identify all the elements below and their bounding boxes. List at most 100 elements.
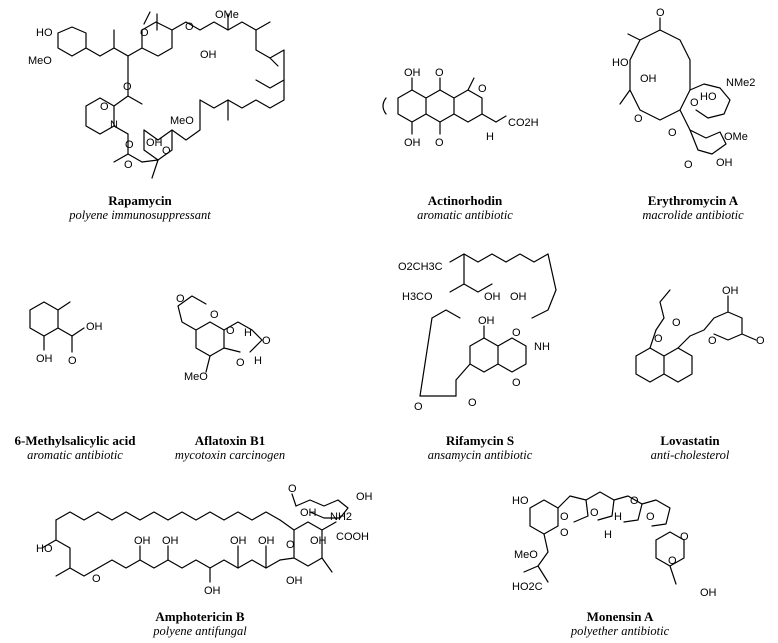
caption-monensin: Monensin A polyether antibiotic <box>540 609 700 639</box>
compound-name: 6-Methylsalicylic acid <box>14 433 136 448</box>
compound-class: polyene antifungal <box>153 624 247 638</box>
atom-label: O <box>468 397 477 409</box>
atom-label: OH <box>162 535 179 547</box>
atom-label: OMe <box>724 131 748 143</box>
atom-label: MeO <box>28 55 52 67</box>
compound-name: Amphotericin B <box>155 609 245 624</box>
atom-label: O <box>590 507 599 519</box>
atom-label: OH <box>258 535 275 547</box>
atom-label: N <box>110 119 118 131</box>
atom-label: O <box>236 357 245 369</box>
atom-label: O <box>124 159 133 171</box>
caption-aflatoxin: Aflatoxin B1 mycotoxin carcinogen <box>160 433 300 463</box>
erythromycin-structure: O HO OH HO NMe2 O O O O OMe OH <box>612 7 755 171</box>
compound-class: mycotoxin carcinogen <box>174 448 286 462</box>
atom-label: O <box>100 101 109 113</box>
atom-label: O <box>708 335 717 347</box>
atom-label: O <box>646 511 655 523</box>
methylsalicylic-structure: OH O OH <box>29 301 103 367</box>
atom-label: H <box>604 529 612 541</box>
compound-class: macrolide antibiotic <box>642 208 744 222</box>
compound-name: Rifamycin S <box>445 433 515 448</box>
monensin-structure: HO O O O O H O MeO HO2C OH O O H <box>512 491 717 599</box>
atom-label: OH <box>146 137 163 149</box>
atom-label: CO2H <box>508 117 539 129</box>
atom-label: O <box>140 27 149 39</box>
atom-label: OH <box>700 587 717 599</box>
atom-label: H3CO <box>402 291 433 303</box>
atom-label: OH <box>640 73 657 85</box>
actinorhodin-structure: OH O OH O O CO2H H <box>382 67 539 149</box>
compound-name: Rapamycin <box>108 193 172 208</box>
caption-actinorhodin: Actinorhodin aromatic antibiotic <box>380 193 550 223</box>
atom-label: MeO <box>184 371 208 383</box>
lovastatin-structure: OH O O O O <box>635 285 765 383</box>
atom-label: O <box>286 539 295 551</box>
atom-label: OH <box>356 491 373 503</box>
atom-label: OH <box>86 321 103 333</box>
atom-label: O <box>512 377 521 389</box>
compound-name: Erythromycin A <box>647 193 739 208</box>
atom-label: OH <box>286 575 303 587</box>
atom-label: O <box>560 511 569 523</box>
compound-name: Monensin A <box>586 609 654 624</box>
atom-label: HO <box>36 543 53 555</box>
compound-class: polyether antibiotic <box>570 624 670 638</box>
atom-label: O <box>123 81 132 93</box>
atom-label: O <box>68 355 77 367</box>
atom-label: O <box>92 573 101 585</box>
atom-label: H <box>254 355 262 367</box>
atom-label: O <box>435 67 444 79</box>
rifamycin-structure: O2CH3C H3CO OH OH OH O NH O O O <box>398 253 557 413</box>
atom-label: O <box>668 127 677 139</box>
atom-label: NMe2 <box>726 77 755 89</box>
atom-label: MeO <box>514 549 538 561</box>
atom-label: HO <box>700 91 717 103</box>
atom-label: O <box>176 293 185 305</box>
compound-name: Aflatoxin B1 <box>194 433 266 448</box>
atom-label: O <box>654 333 663 345</box>
atom-label: OH <box>404 137 421 149</box>
atom-label: O2CH3C <box>398 261 443 273</box>
atom-label: HO <box>512 495 529 507</box>
atom-label: O <box>630 495 639 507</box>
atom-label: OH <box>310 535 327 547</box>
compound-class: anti-cholesterol <box>650 448 730 462</box>
amphotericin-structure: O OH NH2 OH HO COOH O OH OH OH OH OH O O… <box>36 483 373 597</box>
atom-label: O <box>435 137 444 149</box>
atom-label: OMe <box>215 9 239 21</box>
atom-label: OH <box>478 315 495 327</box>
atom-label: OH <box>716 157 733 169</box>
caption-lovastatin: Lovastatin anti-cholesterol <box>620 433 760 463</box>
compound-class: aromatic antibiotic <box>417 208 513 222</box>
atom-label: HO2C <box>512 581 543 593</box>
caption-erythromycin: Erythromycin A macrolide antibiotic <box>618 193 768 223</box>
atom-label: COOH <box>336 531 369 543</box>
atom-label: H <box>614 511 622 523</box>
atom-label: O <box>756 335 765 347</box>
atom-label: NH2 <box>330 511 352 523</box>
atom-label: OH <box>204 585 221 597</box>
atom-label: OH <box>404 67 421 79</box>
caption-rapamycin: Rapamycin polyene immunosuppressant <box>40 193 240 223</box>
atom-label: O <box>185 21 194 33</box>
atom-label: O <box>210 309 219 321</box>
rapamycin-structure: HO MeO OMe OH O O N O O O MeO OH O O <box>28 9 285 179</box>
atom-label: O <box>668 555 677 567</box>
atom-label: HO <box>36 27 53 39</box>
compound-name: Lovastatin <box>660 433 720 448</box>
atom-label: NH <box>534 341 550 353</box>
caption-methylsalicylic: 6-Methylsalicylic acid aromatic antibiot… <box>0 433 150 463</box>
atom-label: OH <box>134 535 151 547</box>
atom-label: OH <box>230 535 247 547</box>
compound-class: aromatic antibiotic <box>27 448 123 462</box>
atom-label: OH <box>200 49 217 61</box>
atom-label: H <box>486 131 494 143</box>
atom-label: O <box>656 7 665 19</box>
atom-label: O <box>672 317 681 329</box>
atom-label: OH <box>36 353 53 365</box>
atom-label: O <box>262 335 271 347</box>
atom-label: MeO <box>170 115 194 127</box>
atom-label: O <box>512 327 521 339</box>
